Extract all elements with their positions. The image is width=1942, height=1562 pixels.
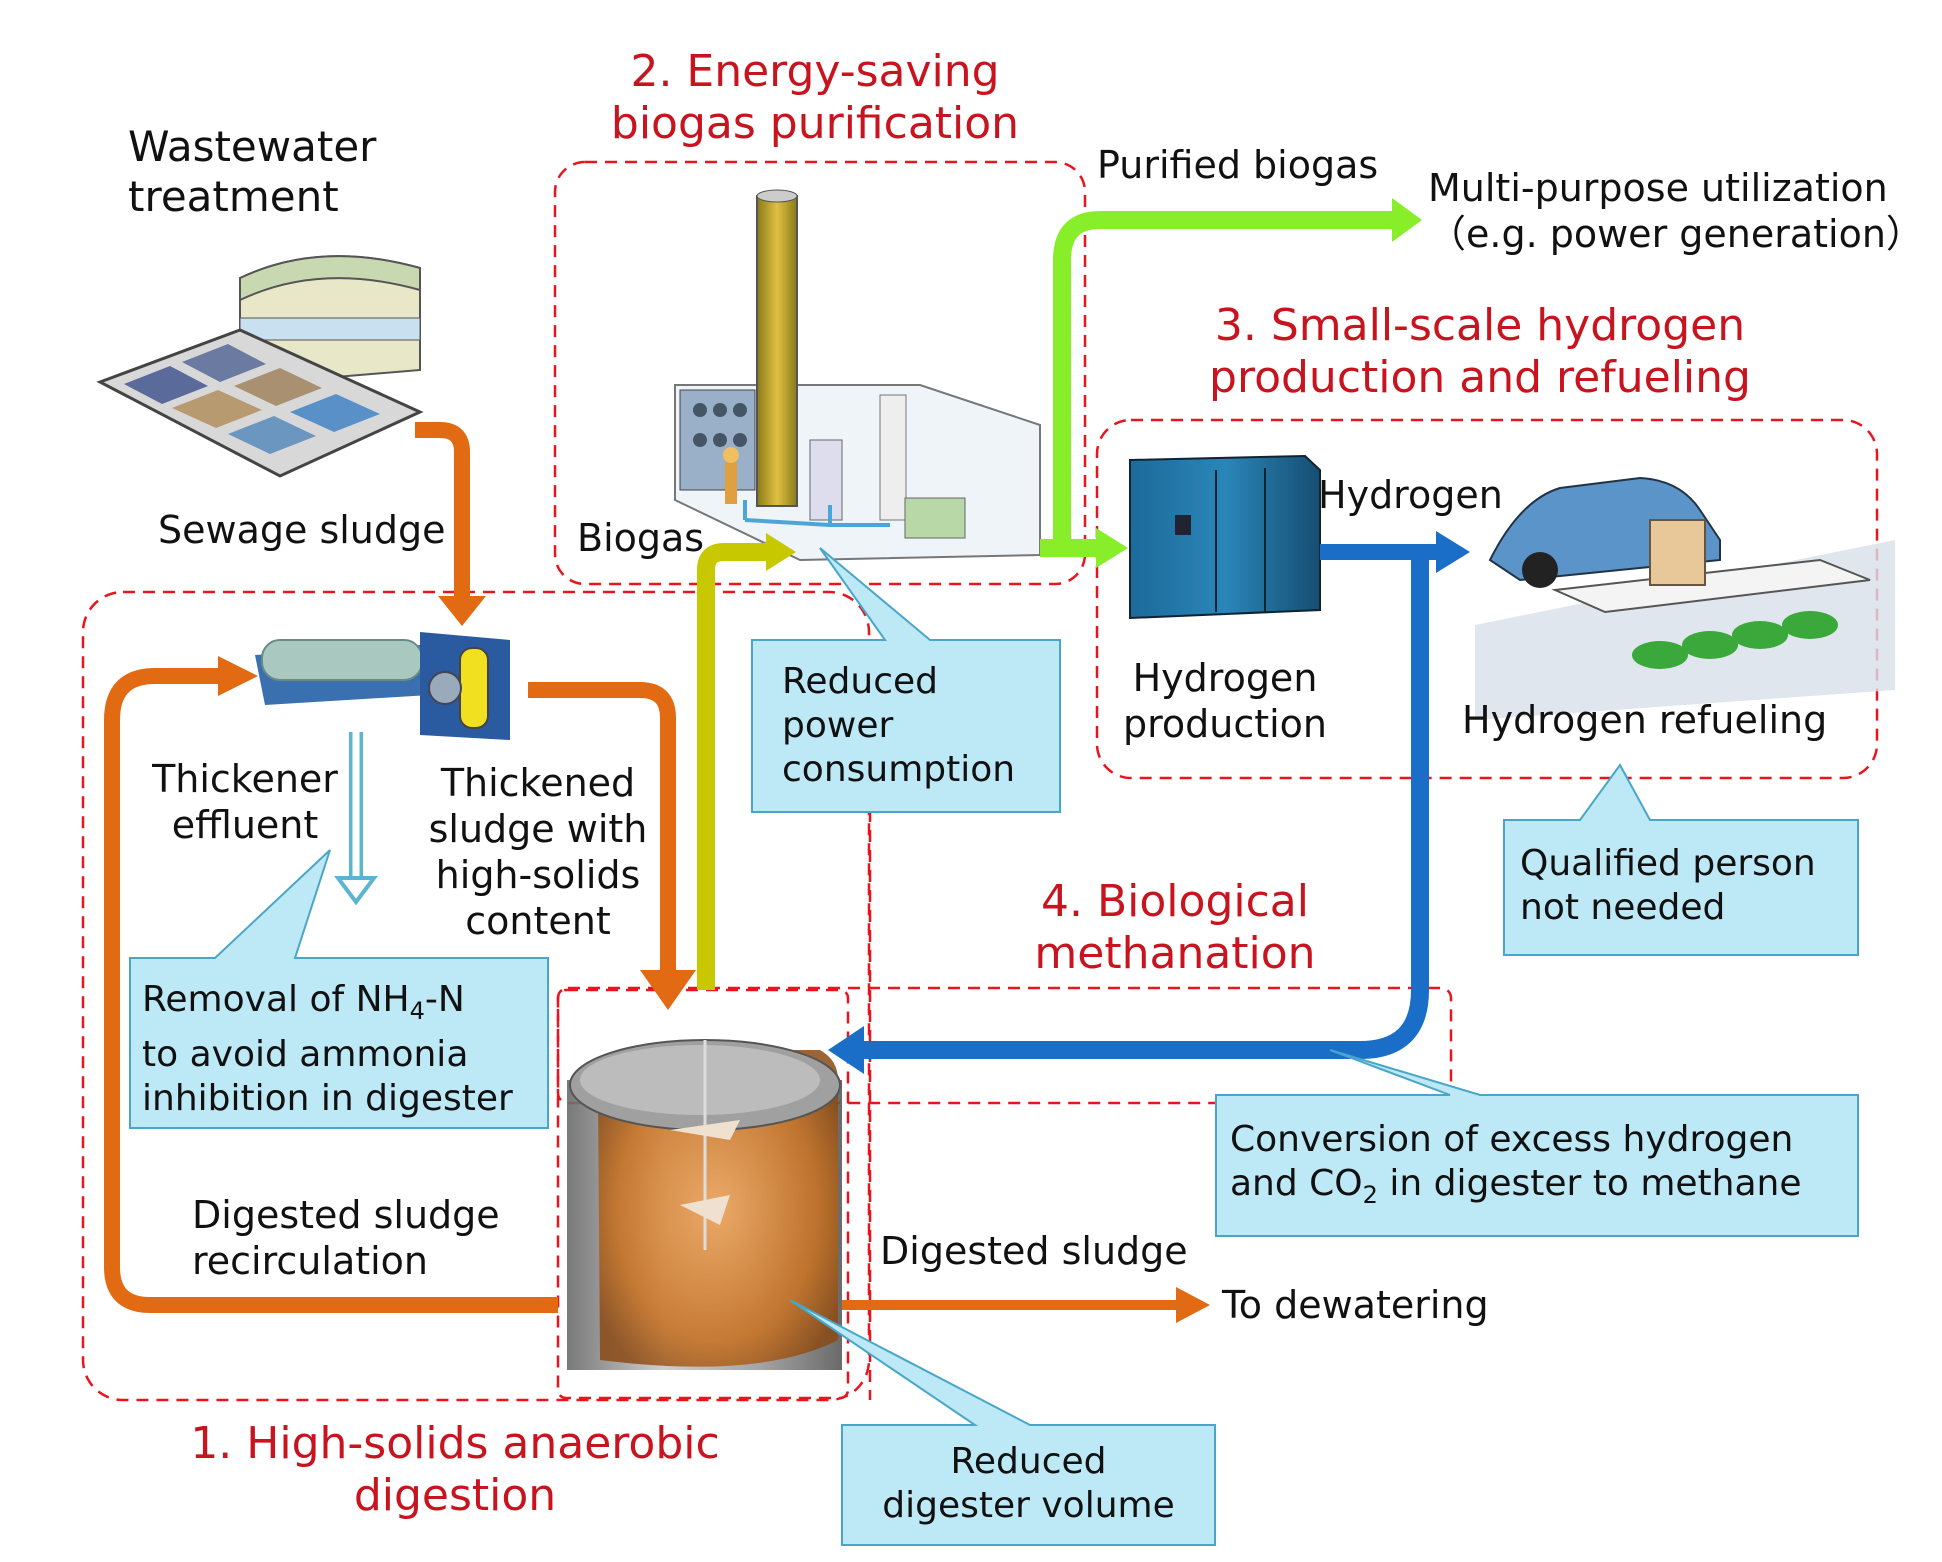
label-multi-purpose: Multi-purpose utilization （e.g. power ge… (1428, 166, 1924, 256)
arrowhead-effluent (334, 876, 378, 906)
hydrogen-production-unit (1129, 454, 1321, 620)
callout-power (751, 547, 1061, 813)
callout-nh4-rest: to avoid ammonia inhibition in digester (142, 1034, 513, 1120)
label-to-dewatering: To dewatering (1222, 1283, 1489, 1327)
callout-nh4 (129, 849, 549, 1129)
wastewater-plant-illustration (96, 255, 424, 478)
arrow-sewage-to-thickener (415, 422, 470, 600)
arrow-thickened-to-digester (528, 682, 676, 975)
heading-methanation: 4. Biological methanation (1034, 876, 1316, 979)
flow-arrows (104, 211, 1440, 1313)
label-wastewater: Wastewater treatment (128, 122, 377, 221)
label-biogas: Biogas (577, 516, 705, 560)
callout-volume-text: Reduced digester volume (882, 1441, 1175, 1526)
arrowhead-methanation (828, 1026, 864, 1074)
callout-nh4-b: -N (424, 979, 465, 1020)
heading-hydrogen: 3. Small-scale hydrogen production and r… (1209, 300, 1751, 403)
label-sewage-sludge: Sewage sludge (158, 508, 446, 552)
thickener-illustration (255, 632, 510, 740)
label-hydrogen-production: Hydrogen production (1122, 656, 1328, 746)
callout-conversion (1215, 1049, 1859, 1237)
callout-nh4-a: Removal of NH (142, 979, 410, 1020)
callout-boxes (129, 547, 1859, 1546)
refueling-station-illustration (1475, 476, 1895, 720)
arrowhead-orange-thickener (438, 596, 486, 626)
arrowhead-orange-dewatering (1176, 1287, 1210, 1323)
label-hydrogen: Hydrogen (1318, 473, 1503, 517)
label-digested-sludge: Digested sludge (880, 1229, 1188, 1273)
arrowhead-to-hydrogen (1096, 528, 1128, 568)
box-purification (553, 160, 1087, 586)
arrowhead-orange-digester (640, 970, 696, 1010)
heading-digestion: 1. High-solids anaerobic digestion (190, 1418, 720, 1521)
arrowhead-hydrogen (1436, 531, 1470, 573)
arrowhead-orange-recirc (218, 656, 258, 696)
arrowhead-purified (1392, 198, 1422, 242)
box-digester (556, 988, 850, 1400)
callout-qualified (1503, 763, 1859, 956)
callout-conversion-text: Conversion of excess hydrogen and CO2 in… (1230, 1118, 1802, 1217)
callout-conversion-sub: 2 (1362, 1181, 1378, 1210)
arrow-recirculation (104, 668, 558, 1313)
arrow-hydrogen-to-digester (860, 552, 1429, 1059)
callout-volume (789, 1299, 1216, 1546)
callout-conversion-line1: Conversion of excess hydrogen (1230, 1119, 1794, 1160)
heading-purification: 2. Energy-saving biogas purification (610, 46, 1020, 149)
arrowhead-biogas (766, 533, 796, 571)
callout-nh4-text: Removal of NH4-N to avoid ammonia inhibi… (142, 978, 513, 1121)
label-digested-recirculation: Digested sludge recirculation (192, 1193, 500, 1283)
callout-conversion-a: and CO (1230, 1163, 1363, 1204)
callout-qualified-text: Qualified person not needed (1520, 843, 1816, 928)
callout-nh4-sub: 4 (409, 997, 425, 1026)
callout-power-text: Reduced power consumption (782, 661, 1016, 790)
callout-conversion-b: in digester to methane (1377, 1163, 1802, 1204)
label-thickener-effluent: Thickener effluent (152, 757, 338, 847)
label-thickened-sludge: Thickened sludge with high-solids conten… (428, 761, 648, 943)
label-hydrogen-refueling: Hydrogen refueling (1462, 698, 1828, 742)
arrowheads (218, 198, 1470, 1323)
arrow-biogas (697, 543, 770, 990)
purification-unit-illustration (674, 189, 1041, 562)
label-purified-biogas: Purified biogas (1097, 143, 1379, 187)
digester-tank-illustration (567, 1039, 842, 1370)
